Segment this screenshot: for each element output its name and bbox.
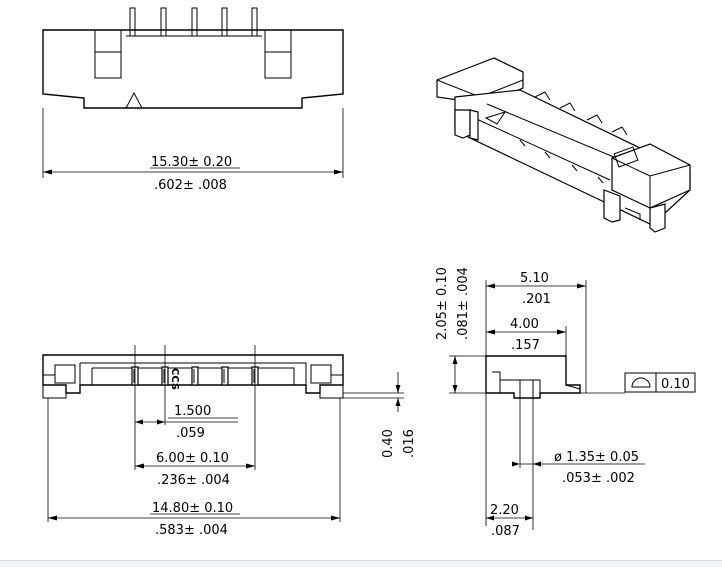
post-dia-in: .053± .002 [562,471,635,486]
post-pos-mm: 2.20 [490,503,519,518]
body-depth-in: .157 [511,338,540,353]
body-depth-mm: 4.00 [510,317,539,332]
top-width-in: .602± .008 [154,178,227,193]
top-view-latch-left [94,29,122,79]
offset-in: .016 [402,429,417,458]
front-view-pins [131,366,259,386]
post-pos-in: .087 [491,524,520,539]
pin1-triangle [125,91,143,109]
depth-mm: 5.10 [520,271,549,286]
height-in: .081± .004 [456,267,471,340]
height-mm: 2.05± 0.10 [435,267,450,340]
pitch-in: .059 [176,426,205,441]
pitch-mm: 1.500 [174,404,211,419]
bottom-strip [0,560,722,567]
front-view-marking: CCS [169,368,180,390]
pin-span-mm: 6.00± 0.10 [156,451,229,466]
top-view: 15.30± 0.20 .602± .008 [42,7,344,193]
side-view: 2.05± 0.10 .081± .004 5.10 .201 4.00 .15… [435,267,696,539]
depth-in: .201 [522,292,551,307]
offset-mm: 0.40 [381,429,396,458]
isometric-view [436,57,691,233]
overall-in: .583± .004 [155,523,228,538]
top-view-pins [126,7,262,37]
top-view-latch-right [264,29,292,79]
pin-span-in: .236± .004 [157,473,230,488]
top-view-body [42,29,344,109]
flatness-value: 0.10 [661,377,690,392]
overall-mm: 14.80± 0.10 [152,501,233,516]
front-view: CCS 1.500 .059 6.00± 0.10 .236± .004 14.… [42,345,417,538]
flatness-frame [624,372,696,393]
top-width-mm: 15.30± 0.20 [151,155,232,170]
post-dia-mm: ø 1.35± 0.05 [554,450,639,465]
profile-symbol [631,377,651,388]
